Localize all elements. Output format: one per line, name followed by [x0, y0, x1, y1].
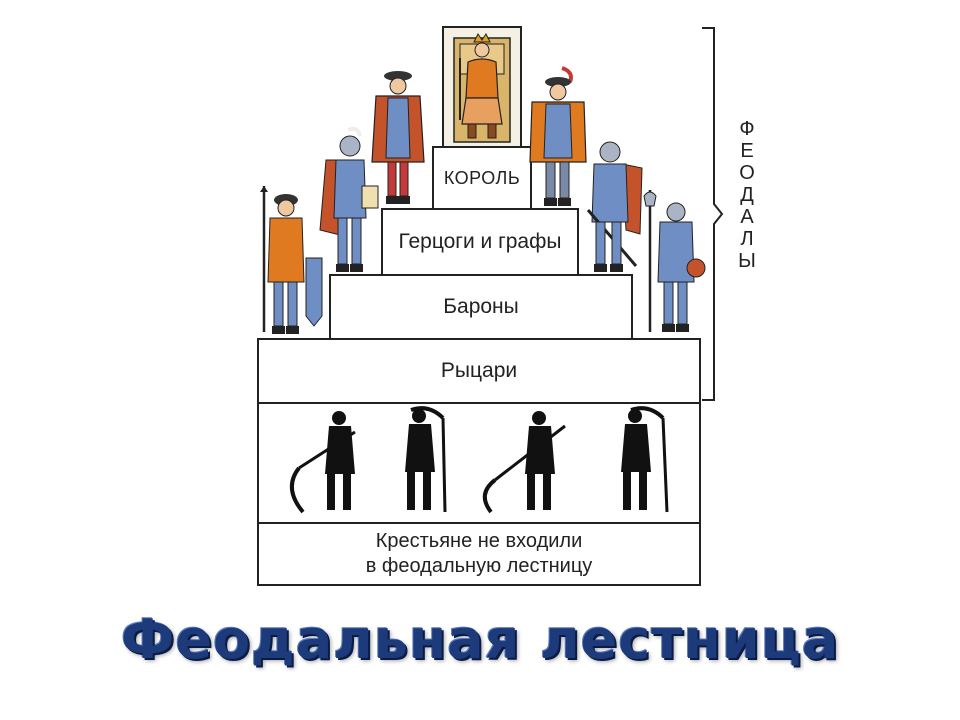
knight-figure-right-icon: [643, 190, 706, 332]
peasant-figure-2-icon: [405, 406, 447, 513]
king-figure-icon: [453, 33, 511, 143]
baron-figure-right-icon: [586, 141, 643, 272]
peasant-figure-3-icon: [483, 411, 566, 514]
feudal-lords-bracket-icon: [702, 27, 724, 401]
duke-figure-right-icon: [529, 66, 587, 206]
peasants-illustration: [257, 402, 701, 524]
knight-figure-left-icon: [260, 186, 323, 334]
feudal-label-letter: А: [740, 206, 754, 228]
feudal-label-letter: Л: [740, 228, 754, 250]
page-title: Феодальная лестница: [120, 608, 840, 671]
feudal-label-letter: Ы: [738, 250, 756, 272]
tier-knights: Рыцари: [257, 338, 701, 404]
peasants-note-line-1: Крестьяне не входили: [375, 530, 583, 552]
peasant-figure-4-icon: [621, 406, 669, 513]
feudal-lords-vertical-label: Ф Е О Д А Л Ы: [736, 118, 758, 272]
king-throne-illustration: [442, 26, 522, 148]
tier-dukes-and-counts: Герцоги и графы: [381, 208, 579, 276]
baron-figure-left-icon: [319, 126, 379, 272]
tier-king: КОРОЛЬ: [432, 146, 532, 210]
peasants-with-scythes-icon: [290, 406, 669, 514]
feudal-label-letter: Д: [740, 184, 754, 206]
tier-barons-label: Бароны: [443, 295, 519, 318]
feudal-label-letter: О: [739, 162, 755, 184]
tier-barons: Бароны: [329, 274, 633, 340]
peasant-figure-1-icon: [290, 411, 356, 514]
peasants-note: Крестьяне не входили в феодальную лестни…: [257, 522, 701, 586]
tier-dukes-label: Герцоги и графы: [398, 230, 562, 253]
peasants-note-line-2: в феодальную лестницу: [365, 555, 593, 577]
tier-king-label: КОРОЛЬ: [443, 167, 521, 188]
feudal-label-letter: Е: [740, 140, 754, 162]
tier-knights-label: Рыцари: [440, 359, 518, 382]
feudal-label-letter: Ф: [739, 118, 755, 140]
duke-figure-left-icon: [371, 71, 425, 204]
